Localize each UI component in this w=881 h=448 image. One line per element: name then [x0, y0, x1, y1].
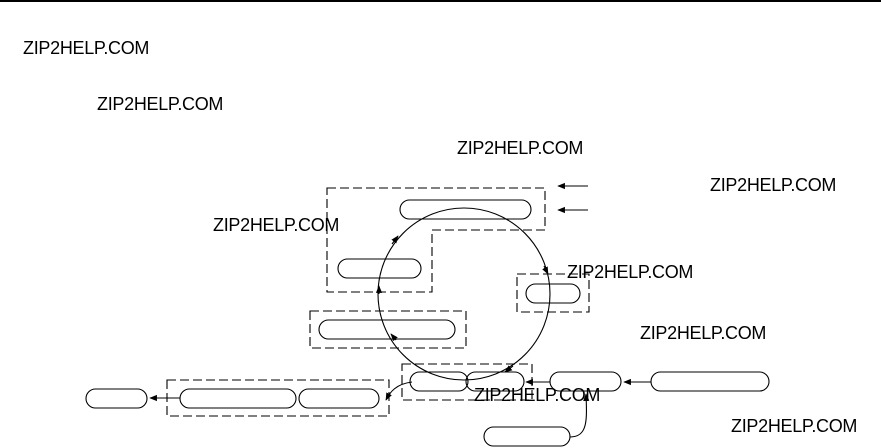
- node-pill-middle: [318, 319, 456, 340]
- cycle-arrow-upper-left: [391, 235, 399, 245]
- watermark-8: ZIP2HELP.COM: [474, 385, 601, 405]
- node-pill-far-left: [85, 388, 148, 409]
- watermark-3: ZIP2HELP.COM: [457, 138, 584, 158]
- cycle-arrow-lower-left: [390, 333, 398, 342]
- watermark-1: ZIP2HELP.COM: [23, 38, 150, 58]
- node-pill-top-wide: [399, 199, 532, 220]
- watermark-4: ZIP2HELP.COM: [710, 175, 837, 195]
- watermark-7: ZIP2HELP.COM: [640, 323, 767, 343]
- dashed-group-top: [326, 187, 546, 293]
- cycle-circle: [377, 207, 551, 381]
- node-pill-lower-center-b: [465, 371, 525, 392]
- dashed-group-middle: [309, 310, 467, 349]
- node-pill-right-b: [650, 371, 770, 392]
- dashed-group-lower-left: [166, 379, 390, 417]
- arrow-bottom-loop: [569, 393, 590, 438]
- cycle-arrow-bottom-right: [504, 365, 514, 373]
- watermark-5: ZIP2HELP.COM: [213, 215, 340, 235]
- cycle-arrow-right: [542, 265, 549, 275]
- node-pill-bottom: [483, 426, 571, 447]
- dashed-group-right-small: [516, 273, 590, 313]
- node-pill-lower-left-a: [179, 388, 297, 409]
- watermark-2: ZIP2HELP.COM: [97, 94, 224, 114]
- arrow-lower-center-to-left: [385, 381, 413, 401]
- node-pill-lower-left-b: [298, 388, 380, 409]
- node-pill-top-left: [337, 258, 422, 279]
- watermark-9: ZIP2HELP.COM: [731, 416, 858, 436]
- node-pill-lower-center-a: [409, 371, 469, 392]
- watermark-6: ZIP2HELP.COM: [567, 262, 694, 282]
- top-border-line: [0, 0, 881, 2]
- node-pill-right-small: [525, 283, 581, 304]
